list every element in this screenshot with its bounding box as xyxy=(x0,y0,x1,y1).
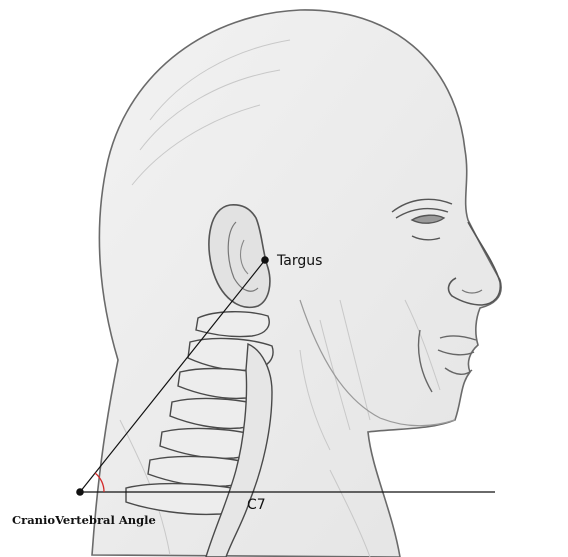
c7-label: C7 xyxy=(247,497,266,513)
cranio-vertebral-angle-label: CranioVertebral Angle xyxy=(12,513,156,527)
tragus-point xyxy=(261,256,269,264)
vertex-point xyxy=(76,488,84,496)
targus-label: Targus xyxy=(277,253,322,269)
